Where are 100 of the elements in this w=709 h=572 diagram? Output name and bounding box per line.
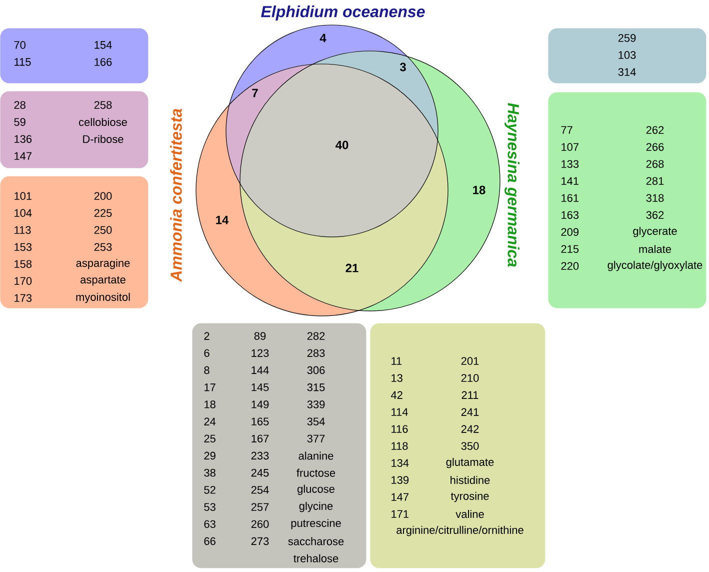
list-entry: 262: [646, 126, 664, 134]
list-entry: 354: [307, 418, 325, 426]
list-entry: 211: [462, 391, 478, 399]
list-entry: 245: [251, 468, 269, 477]
list-entry: valine: [456, 510, 484, 518]
list-entry: 170: [14, 277, 32, 285]
region-count: 7: [252, 88, 258, 98]
list-entry: 42: [390, 391, 402, 399]
list-entry: 8: [204, 366, 210, 374]
species-label: Ammonia confertitesta: [170, 108, 182, 282]
list-entry: glycine: [299, 502, 333, 512]
region-count: 21: [346, 264, 358, 272]
list-entry: 362: [646, 211, 664, 219]
list-entry: 258: [94, 101, 112, 109]
list-entry: 220: [561, 262, 579, 270]
species-label: Haynesina germanica: [504, 103, 520, 267]
list-entry: 241: [461, 408, 479, 416]
list-entry: histidine: [450, 476, 490, 484]
list-entry: trehalose: [294, 554, 338, 562]
list-entry: 314: [618, 68, 636, 76]
list-entry: putrescine: [291, 518, 341, 530]
list-entry: 113: [14, 226, 31, 234]
list-entry: 17: [204, 384, 216, 392]
list-entry: 52: [204, 486, 216, 494]
list-entry: 225: [94, 209, 112, 217]
list-entry: 114: [392, 408, 408, 416]
list-entry: fructose: [296, 468, 336, 477]
list-entry: 318: [646, 194, 664, 202]
list-entry: 133: [562, 160, 579, 168]
region-count: 40: [336, 140, 348, 150]
list-entry: 173: [14, 294, 32, 302]
list-entry: 38: [204, 468, 216, 477]
list-entry: 59: [14, 118, 26, 126]
list-entry: glucose: [298, 484, 334, 495]
list-entry: 250: [94, 226, 112, 234]
list-entry: alanine: [298, 452, 334, 460]
list-entry: arginine/citrulline/ornithine: [396, 526, 524, 536]
list-entry: 273: [251, 537, 269, 546]
region-count: 3: [400, 62, 406, 72]
list-entry: 107: [562, 143, 578, 151]
list-entry: 89: [254, 332, 266, 340]
list-entry: 104: [14, 209, 32, 217]
list-entry: 13: [392, 374, 402, 382]
list-entry: cellobiose: [79, 118, 127, 126]
list-entry: 350: [461, 442, 479, 450]
list-entry: 139: [392, 476, 409, 484]
list-entry: 103: [618, 51, 636, 59]
list-entry: 215: [561, 245, 579, 253]
region-count: 4: [320, 34, 326, 42]
list-entry: 158: [14, 260, 32, 268]
list-entry: 147: [14, 152, 32, 160]
list-entry: 70: [14, 41, 26, 49]
species-label: Elphidium oceanense: [261, 6, 425, 20]
list-entry: 161: [562, 194, 579, 202]
list-entry: 281: [646, 177, 664, 185]
list-entry: 18: [204, 400, 216, 408]
list-entry: 6: [204, 349, 210, 357]
list-entry: 136: [14, 135, 32, 143]
list-entry: 171: [392, 510, 409, 518]
list-entry: saccharose: [288, 537, 344, 546]
list-entry: 306: [307, 366, 325, 374]
region-count: 18: [473, 186, 486, 194]
list-entry: D-ribose: [83, 134, 124, 144]
list-entry: 268: [646, 160, 664, 168]
list-entry: 210: [461, 374, 479, 382]
list-entry: 115: [14, 58, 31, 66]
list-entry: 144: [252, 366, 269, 374]
list-entry: 153: [14, 243, 32, 251]
list-entry: 339: [307, 400, 325, 408]
list-entry: 28: [14, 101, 26, 109]
list-entry: 101: [14, 192, 32, 200]
list-entry: 260: [251, 520, 269, 528]
list-entry: 266: [646, 143, 664, 151]
list-entry: 134: [392, 459, 409, 467]
list-entry: 2: [204, 332, 210, 340]
list-entry: glycerate: [633, 226, 677, 238]
list-entry: 66: [204, 537, 216, 546]
list-entry: 149: [252, 400, 269, 408]
list-entry: 11: [392, 357, 402, 365]
list-entry: glycolate/glyoxylate: [608, 260, 702, 272]
list-entry: asparagine: [76, 258, 130, 270]
list-entry: 53: [204, 503, 216, 511]
list-entry: aspartate: [80, 276, 126, 286]
list-entry: 315: [307, 383, 325, 392]
list-entry: 147: [392, 493, 408, 501]
list-entry: 253: [94, 243, 112, 251]
list-entry: 118: [392, 442, 408, 450]
list-entry: 377: [307, 434, 325, 442]
list-entry: 25: [204, 434, 216, 442]
list-entry: 141: [562, 177, 579, 185]
list-entry: tyrosine: [450, 492, 489, 502]
list-entry: 283: [307, 349, 325, 357]
list-entry: 257: [251, 503, 269, 511]
list-entry: 24: [204, 418, 216, 426]
list-entry: malate: [639, 244, 672, 254]
list-entry: 29: [204, 452, 216, 460]
region-count: 14: [216, 216, 229, 224]
list-entry: 166: [94, 58, 112, 66]
list-entry: 254: [251, 486, 269, 494]
list-entry: 77: [561, 126, 572, 134]
